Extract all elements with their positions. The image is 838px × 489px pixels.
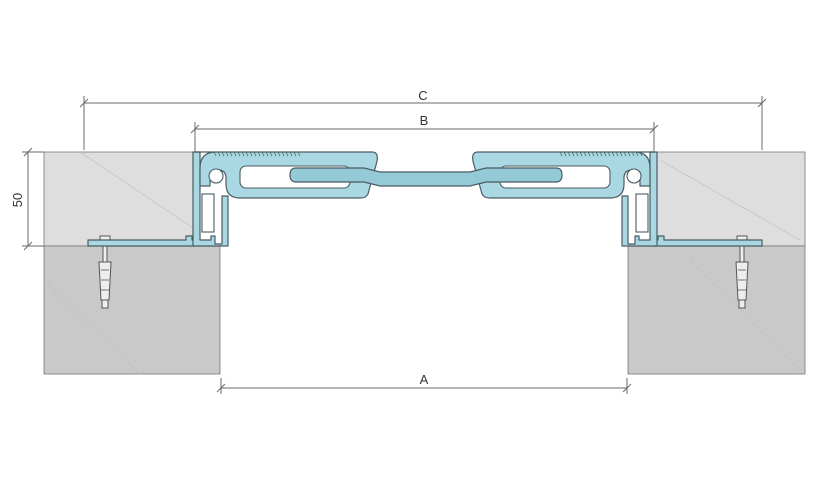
dimension-b-label: B bbox=[420, 113, 429, 128]
left-lower-slab bbox=[43, 245, 221, 375]
serration-tick bbox=[635, 151, 639, 157]
serration-tick bbox=[599, 151, 603, 157]
serration-tick bbox=[587, 151, 591, 157]
serration-tick bbox=[269, 151, 273, 157]
serration-tick bbox=[281, 151, 285, 157]
left-upper-slab bbox=[43, 151, 197, 247]
serration-tick bbox=[567, 151, 571, 157]
serration-tick bbox=[579, 151, 583, 157]
serration-tick bbox=[591, 151, 595, 157]
serration-tick bbox=[249, 151, 253, 157]
serration-tick bbox=[607, 151, 611, 157]
serration-tick bbox=[265, 151, 269, 157]
left-slab bbox=[43, 151, 221, 375]
serration-tick bbox=[293, 151, 297, 157]
serration-tick bbox=[237, 151, 241, 157]
serration-tick bbox=[257, 151, 261, 157]
serration-tick bbox=[583, 151, 587, 157]
serration-tick bbox=[615, 151, 619, 157]
serration-tick bbox=[277, 151, 281, 157]
serration-tick bbox=[639, 151, 643, 157]
dimension-b: B bbox=[190, 113, 659, 152]
serration-tick bbox=[241, 151, 245, 157]
centre-cover-bar bbox=[289, 167, 563, 187]
serration-tick bbox=[261, 151, 265, 157]
serration-tick bbox=[559, 151, 563, 157]
serration-tick bbox=[595, 151, 599, 157]
serration-tick bbox=[297, 151, 301, 157]
serration-tick bbox=[225, 151, 229, 157]
serration-tick bbox=[563, 151, 567, 157]
dimension-height-label: 50 bbox=[10, 193, 25, 207]
serration-tick bbox=[233, 151, 237, 157]
serrations bbox=[213, 151, 643, 157]
serration-tick bbox=[289, 151, 293, 157]
serration-tick bbox=[285, 151, 289, 157]
right-lower-slab bbox=[627, 245, 806, 375]
serration-tick bbox=[571, 151, 575, 157]
serration-tick bbox=[221, 151, 225, 157]
serration-tick bbox=[611, 151, 615, 157]
serration-tick bbox=[603, 151, 607, 157]
serration-tick bbox=[273, 151, 277, 157]
dimension-height: 50 bbox=[10, 147, 44, 251]
serration-tick bbox=[217, 151, 221, 157]
right-slab bbox=[627, 151, 806, 375]
right-upper-slab bbox=[649, 151, 806, 247]
dimension-c: C bbox=[79, 88, 767, 150]
dimension-a-label: A bbox=[420, 372, 429, 387]
dimension-c-label: C bbox=[418, 88, 427, 103]
serration-tick bbox=[229, 151, 233, 157]
serration-tick bbox=[623, 151, 627, 157]
serration-tick bbox=[631, 151, 635, 157]
serration-tick bbox=[253, 151, 257, 157]
dimension-a: A bbox=[216, 372, 632, 394]
serration-tick bbox=[213, 151, 217, 157]
serration-tick bbox=[575, 151, 579, 157]
serration-tick bbox=[627, 151, 631, 157]
serration-tick bbox=[619, 151, 623, 157]
serration-tick bbox=[245, 151, 249, 157]
